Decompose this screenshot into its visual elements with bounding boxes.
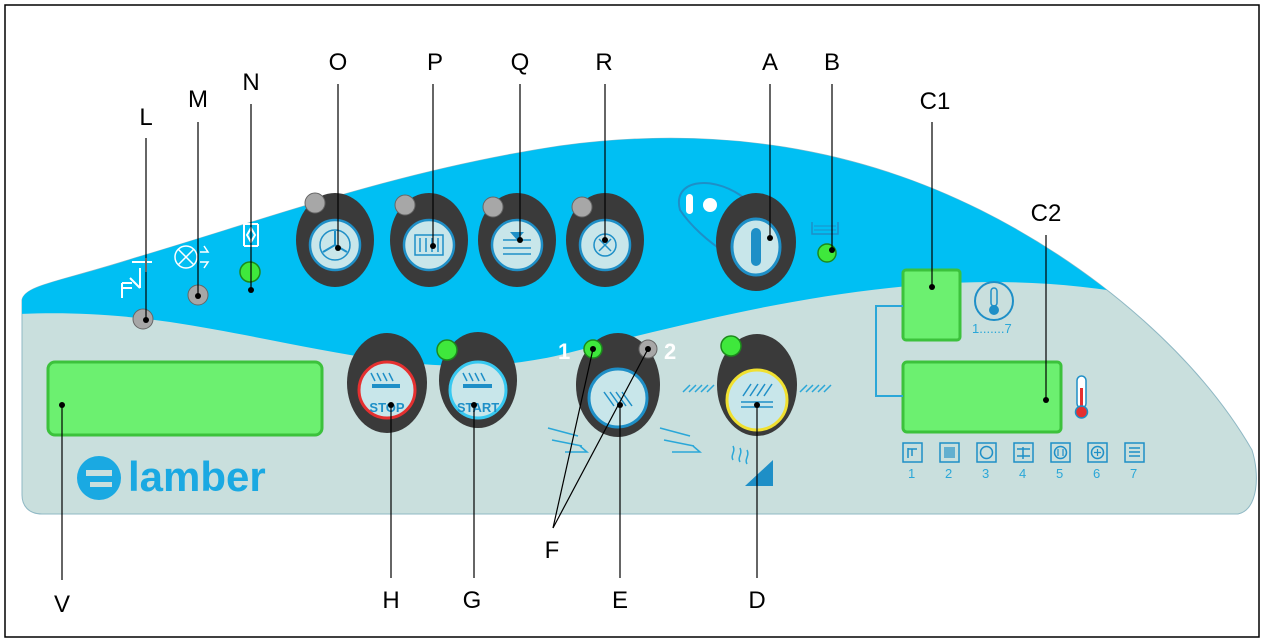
led-b — [817, 243, 837, 263]
power-button[interactable] — [716, 193, 796, 291]
leader-lines — [61, 84, 1047, 580]
power-bar-icon — [751, 228, 761, 266]
callout-v: V — [54, 591, 70, 618]
heat-ramp-icon — [731, 445, 773, 486]
stop-label: STOP — [369, 400, 404, 415]
rinse-cycle-button[interactable] — [717, 334, 797, 436]
program-1-icon — [902, 442, 923, 463]
callout-c2: C2 — [1031, 200, 1062, 227]
temperature-display — [901, 360, 1063, 434]
display-link-line — [875, 305, 903, 397]
main-display — [46, 360, 324, 437]
led-d — [720, 335, 742, 357]
rinse-icon — [741, 383, 773, 408]
start-button[interactable]: START — [439, 332, 517, 428]
speed-2-label: 2 — [664, 339, 676, 364]
callout-r: R — [595, 49, 612, 76]
callout-n: N — [242, 69, 259, 96]
program-icons — [902, 442, 1145, 463]
brand-name: lamber — [128, 453, 266, 500]
rinse-spray-icon — [682, 384, 832, 393]
thermometer-icon — [1074, 375, 1089, 419]
callout-h: H — [382, 587, 399, 614]
led-l — [132, 308, 154, 330]
program-number: 4 — [1019, 466, 1026, 481]
program-number: 7 — [1130, 466, 1137, 481]
leader-dots — [59, 235, 1049, 408]
callout-f: F — [545, 537, 560, 564]
callout-d: D — [748, 587, 765, 614]
stop-rack-icon — [370, 372, 394, 382]
program-7-icon — [1124, 442, 1145, 463]
led-q — [482, 196, 504, 218]
callout-l: L — [139, 104, 152, 131]
program-2-icon — [939, 442, 960, 463]
program-number: 1 — [908, 466, 915, 481]
callout-c1: C1 — [920, 88, 951, 115]
callout-o: O — [329, 49, 348, 76]
conveyor-arrow-icon — [547, 427, 703, 453]
callout-q: Q — [511, 49, 530, 76]
program-6-icon — [1087, 442, 1108, 463]
callout-g: G — [463, 587, 482, 614]
start-label: START — [457, 400, 499, 415]
led-o — [304, 192, 326, 214]
callout-b: B — [824, 49, 840, 76]
rack-icon — [121, 258, 152, 298]
led-g — [436, 339, 458, 361]
callout-e: E — [612, 587, 628, 614]
power-symbol-icon — [686, 194, 717, 214]
callout-a: A — [762, 49, 778, 76]
program-3-icon — [976, 442, 997, 463]
led-r — [571, 196, 593, 218]
led-p — [394, 194, 416, 216]
callout-p: P — [427, 49, 443, 76]
speed-1-label: 1 — [558, 339, 570, 364]
callout-m: M — [188, 86, 208, 113]
program-number: 5 — [1056, 466, 1063, 481]
callout-labels: O P Q R A B L M N C1 C2 V H G E D F — [54, 49, 1061, 618]
program-numbers: 1 2 3 4 5 6 7 — [908, 466, 1137, 481]
temperature-scale-label: 1.......7 — [972, 321, 1012, 336]
program-number: 3 — [982, 466, 989, 481]
led-n — [239, 261, 261, 283]
start-rack-icon — [462, 372, 486, 382]
spray-arms-icon — [414, 234, 444, 256]
program-number: 6 — [1093, 466, 1100, 481]
brand-logo: lamber — [77, 453, 266, 500]
program-number: 2 — [945, 466, 952, 481]
thermometer-round-icon — [974, 281, 1014, 321]
conveyor-speed-button[interactable] — [576, 333, 660, 437]
stop-button[interactable]: STOP — [347, 333, 427, 433]
button-o[interactable] — [296, 193, 374, 287]
program-5-icon — [1050, 442, 1071, 463]
speed-rack-icon — [603, 391, 633, 407]
pump-icon — [174, 245, 210, 269]
button-p[interactable] — [390, 193, 468, 287]
program-4-icon — [1013, 442, 1034, 463]
